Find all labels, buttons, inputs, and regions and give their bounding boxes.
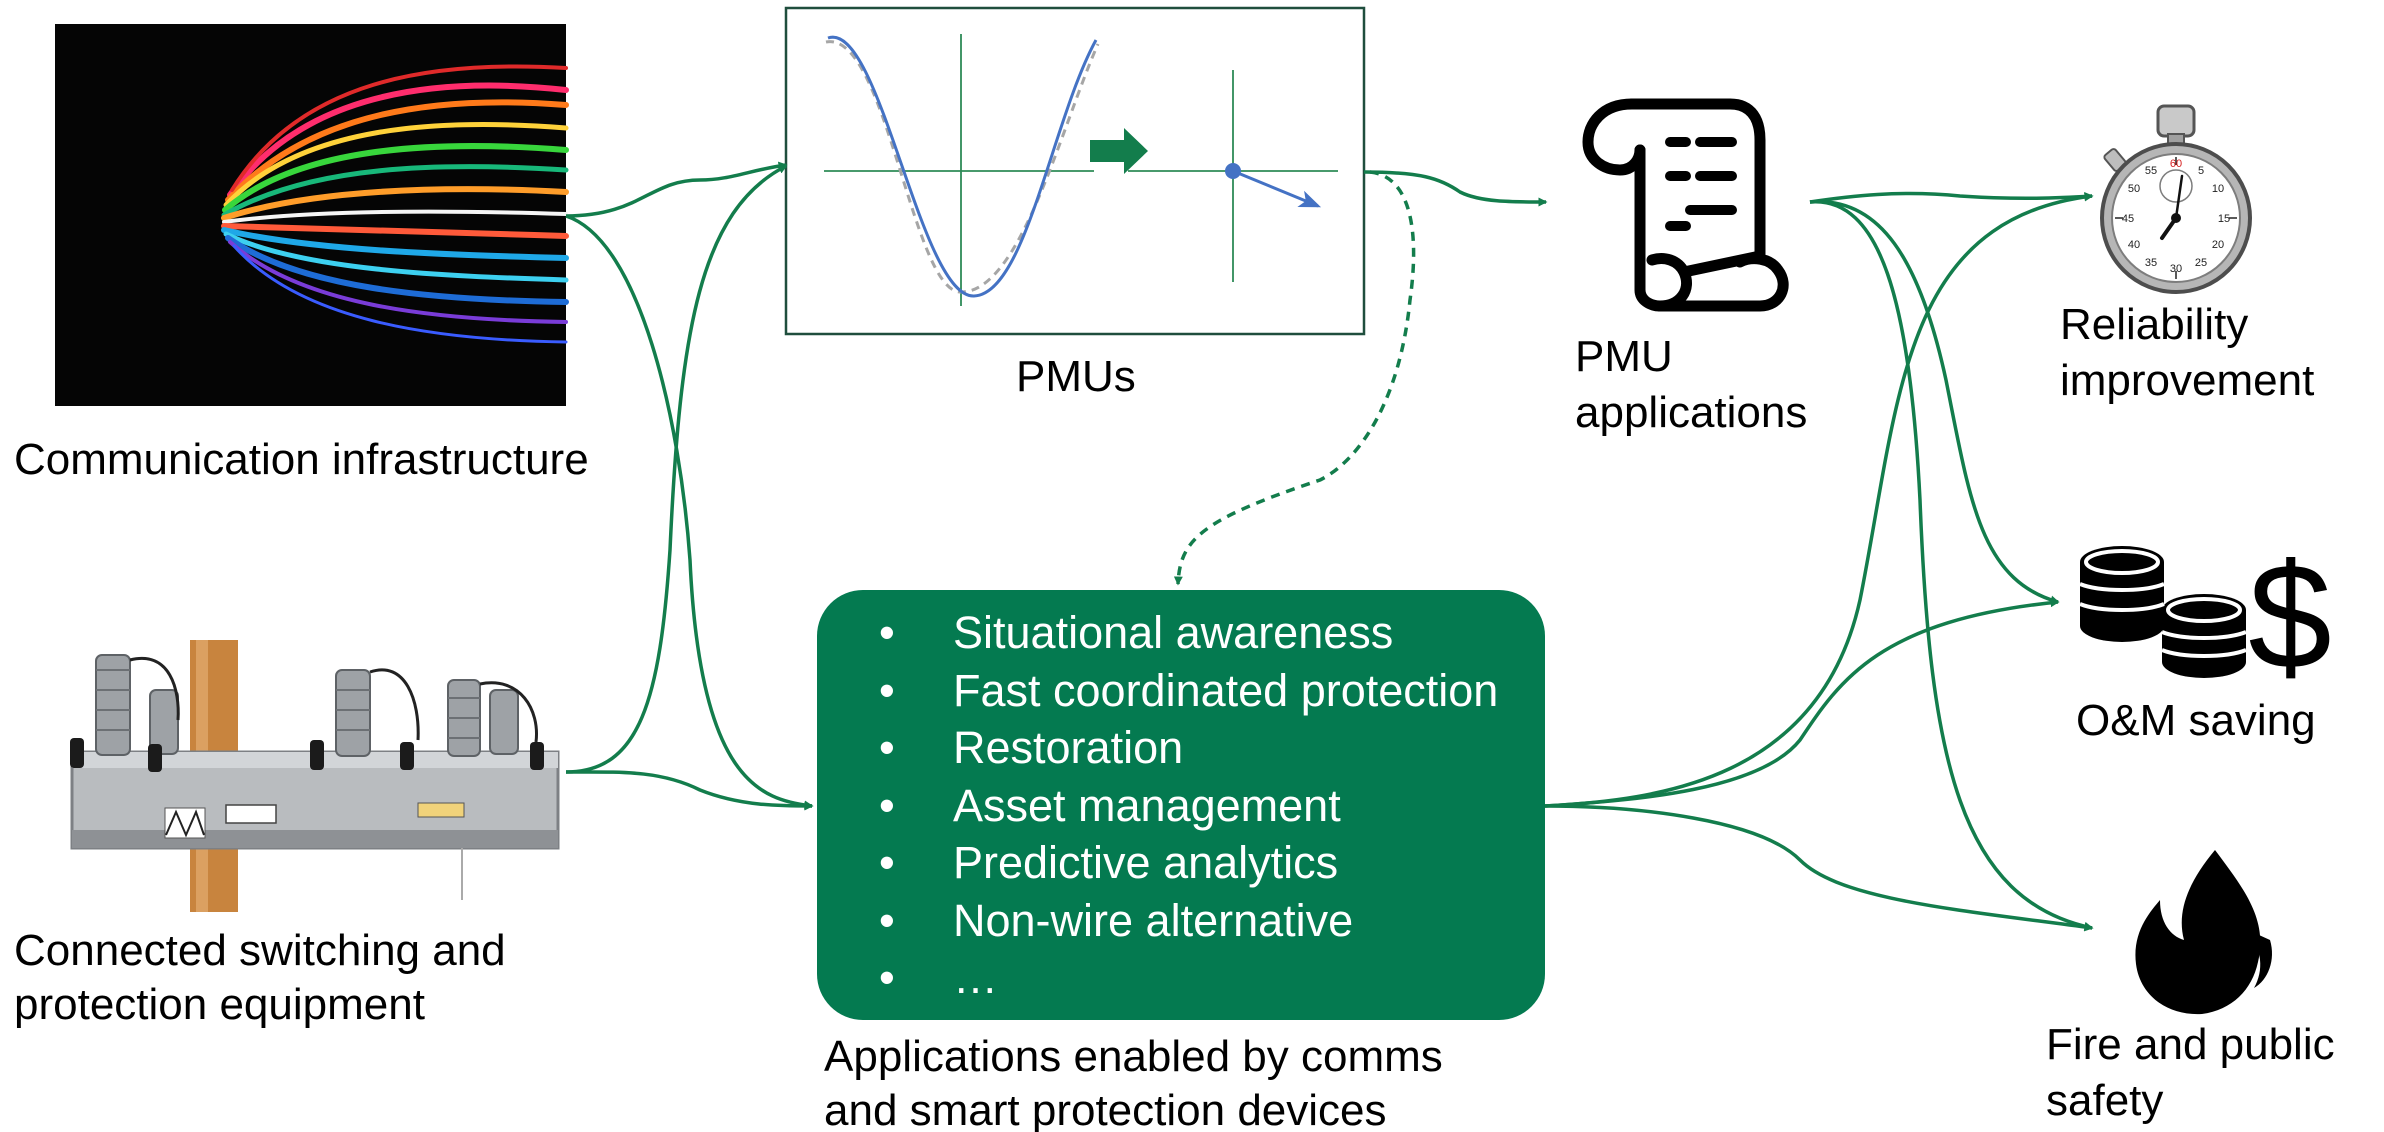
fire-safety-label-line2: safety — [2046, 1076, 2164, 1125]
switching-equipment-label-line1: Connected switching and — [14, 926, 506, 975]
arrow-switching-to-pmus — [565, 164, 788, 774]
dial-number: 50 — [2128, 183, 2140, 195]
dial-number: 5 — [2198, 165, 2204, 177]
arrow-pmuapps-to-fire — [1809, 200, 2094, 931]
arrow-apps-to-reliability — [1544, 192, 2094, 808]
coins-dollar-icon: $ — [2079, 532, 2332, 700]
dial-number: 25 — [2195, 257, 2207, 269]
bullet-icon: • — [879, 607, 895, 658]
switching-equipment-label-line2: protection equipment — [14, 980, 425, 1029]
application-item: • Non-wire alternative — [855, 892, 1545, 950]
application-item: •… — [855, 949, 1545, 1007]
pmu-applications-label-line1: PMU — [1575, 332, 1673, 381]
recloser-equipment-image — [70, 640, 560, 912]
arrow-pmus-to-apps-dashed — [1173, 170, 1416, 586]
applications-caption-line1: Applications enabled by comms — [824, 1032, 1443, 1081]
dial-number: 45 — [2122, 213, 2134, 225]
flow-arrows — [565, 161, 2094, 932]
arrow-switching-to-apps — [565, 770, 814, 811]
application-item-text: Predictive analytics — [953, 837, 1339, 888]
reliability-label-line1: Reliability — [2060, 300, 2249, 349]
dial-number: 30 — [2170, 263, 2182, 275]
bullet-icon: • — [879, 952, 895, 1003]
application-item: • Asset management — [855, 777, 1545, 835]
dial-number: 55 — [2145, 165, 2157, 177]
bullet-icon: • — [879, 722, 895, 773]
dial-number: 15 — [2218, 213, 2230, 225]
arrow-apps-to-om — [1544, 598, 2060, 808]
application-item-text: Restoration — [953, 722, 1184, 773]
application-item: • Situational awareness — [855, 604, 1545, 662]
stopwatch-icon: 60 5 10 15 20 25 30 35 40 45 50 55 — [2100, 104, 2252, 294]
application-item: • Restoration — [855, 719, 1545, 777]
arrow-pmuapps-to-om — [1809, 199, 2060, 605]
application-item-text: … — [953, 952, 998, 1003]
application-item-text: Asset management — [953, 779, 1341, 831]
arrow-pmus-to-pmu-apps — [1363, 170, 1548, 207]
flame-icon — [2135, 850, 2273, 1015]
applications-caption-line2: and smart protection devices — [824, 1086, 1387, 1132]
fire-safety-label-line1: Fire and public — [2046, 1020, 2335, 1069]
application-item: • Predictive analytics — [855, 834, 1545, 892]
communication-infrastructure-label: Communication infrastructure — [14, 435, 589, 484]
application-item-text: Situational awareness — [953, 607, 1394, 658]
pmu-applications-label-line2: applications — [1575, 388, 1808, 437]
dial-number: 40 — [2128, 239, 2140, 251]
bullet-icon: • — [879, 779, 895, 831]
fiber-optic-image — [55, 24, 569, 406]
arrow-apps-to-fire — [1544, 804, 2094, 932]
svg-text:$: $ — [2248, 532, 2331, 700]
om-saving-label: O&M saving — [2076, 696, 2316, 745]
applications-box: • Situational awareness • Fast coordinated… — [817, 590, 1545, 1020]
dial-number: 35 — [2145, 257, 2157, 269]
reliability-label-line2: improvement — [2060, 356, 2315, 405]
dial-number: 60 — [2170, 158, 2182, 170]
arrow-comms-to-apps — [565, 214, 814, 810]
bullet-icon: • — [879, 837, 895, 888]
arrow-pmuapps-to-reliability — [1809, 191, 2094, 204]
arrow-comms-to-pmus — [565, 161, 788, 218]
scroll-document-icon — [1582, 98, 1789, 312]
bullet-icon: • — [879, 894, 895, 946]
application-item-text: Non-wire alternative — [953, 894, 1354, 946]
application-item: • Fast coordinated protection — [855, 662, 1545, 720]
pmu-waveform-box — [784, 6, 1366, 336]
applications-list: • Situational awareness • Fast coordinated… — [855, 604, 1545, 1007]
pmus-label: PMUs — [1016, 352, 1136, 401]
dial-number: 10 — [2212, 183, 2224, 195]
bullet-icon: • — [879, 664, 895, 716]
application-item-text: Fast coordinated protection — [953, 664, 1499, 716]
dial-number: 20 — [2212, 239, 2224, 251]
